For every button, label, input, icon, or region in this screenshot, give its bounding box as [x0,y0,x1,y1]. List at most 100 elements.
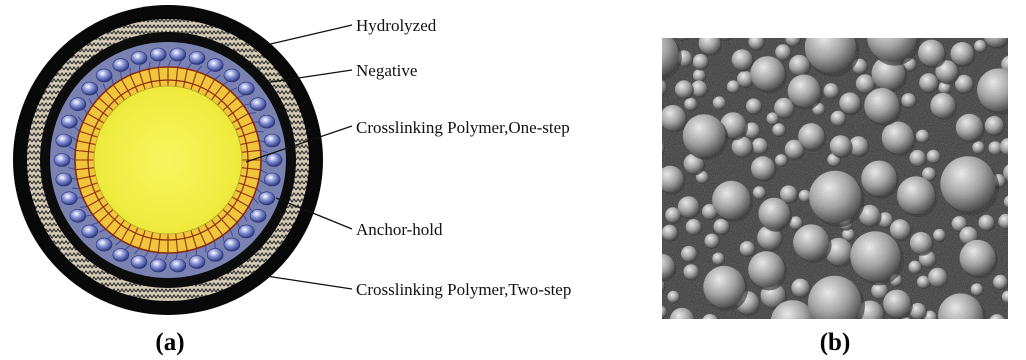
crosslink-spoke [92,104,109,117]
anchor-bead [263,172,281,187]
crosslink-spoke [182,232,188,252]
crosslink-spoke [204,223,215,241]
crosslink-spoke [217,214,231,230]
bead-connector [222,80,230,86]
microsphere-shadow [903,318,911,319]
microsphere [785,38,801,46]
microsphere [677,196,700,218]
microsphere [752,186,766,199]
microsphere [798,123,825,150]
anchor-bead [112,248,130,262]
microsphere [955,74,973,93]
microsphere-shadow [1010,103,1022,115]
microsphere-shadow [662,102,664,111]
microsphere [867,38,917,62]
microsphere [787,74,821,108]
bead-connector [229,228,234,237]
bead-connector [79,206,88,208]
crosslink-spoke [240,140,260,146]
bead-connector [242,214,248,222]
bead-connector [260,159,269,164]
microsphere [793,224,830,261]
bead-connector [236,94,245,99]
bead-connector [236,222,241,230]
microsphere [861,160,897,197]
crosslink-spoke [82,189,101,199]
microsphere [823,83,839,99]
crosslink-spoke [227,203,244,216]
microsphere [773,38,779,39]
microsphere [928,267,948,287]
crosslink-spoke [231,113,249,124]
bead-connector [71,187,80,190]
microsphere [662,105,686,131]
microsphere [901,93,916,108]
microsphere [864,88,900,124]
microsphere [881,121,914,154]
crosslink-spoke [87,196,105,207]
microsphere [1007,47,1008,51]
label-hydrolyzed: Hydrolyzed [356,16,437,35]
microsphere [772,123,786,137]
microsphere [758,197,790,230]
microsphere [662,79,667,96]
anchor-bead [223,237,241,252]
bead-connector [88,98,94,106]
microsphere [938,81,951,94]
anchor-bead [55,133,73,148]
label-crosslinking-one-step: Crosslinking Polymer,One-step [356,118,570,137]
microsphere [662,305,667,318]
anchor-bead [112,58,130,72]
crosslink-spoke [222,209,238,223]
anchor-bead [60,191,78,206]
anchor-bead [249,209,267,223]
microsphere [682,114,726,157]
microsphere [789,216,803,230]
crosslink-spoke [121,79,132,97]
bead-connector [214,240,216,249]
anchor-bead [206,58,224,72]
microsphere [703,265,746,308]
microsphere [909,302,926,319]
microsphere [798,189,811,202]
anchor-bead [69,209,87,223]
crosslink-spoke [87,113,105,124]
anchor-bead [130,255,148,269]
microsphere [951,216,967,232]
microsphere [662,38,679,77]
anchor-bead [169,258,187,273]
microsphere [940,156,996,212]
microsphere [731,49,753,70]
microsphere [774,97,794,118]
microsphere [825,237,853,266]
microsphere [930,92,956,119]
crosslink-spoke [175,67,179,87]
microsphere [731,136,753,157]
crosslink-spoke [157,233,161,253]
crosslink-spoke [148,68,154,88]
microsphere [809,170,862,223]
caption-a: (a) [155,329,184,356]
crosslink-spoke [240,174,260,180]
microsphere [685,219,702,235]
microsphere [993,274,1008,290]
bead-connector [157,60,161,68]
anchor-beads [53,47,283,273]
microsphere [780,185,798,203]
core [93,85,243,235]
bead-connector [248,206,254,213]
microsphere [692,69,706,82]
anchor-bead [169,47,187,62]
microsphere [915,129,929,143]
microsphere [702,314,718,319]
microsphere [1003,164,1008,182]
crosslink-spoke [98,209,114,223]
crosslink-spoke [175,233,179,253]
crosslink-spoke [112,84,125,101]
microsphere [889,219,911,240]
microsphere [662,279,665,292]
bead-connector [77,116,84,123]
microsphere [698,38,721,55]
crosslink-spoke [238,130,257,138]
bead-connector [167,59,172,68]
